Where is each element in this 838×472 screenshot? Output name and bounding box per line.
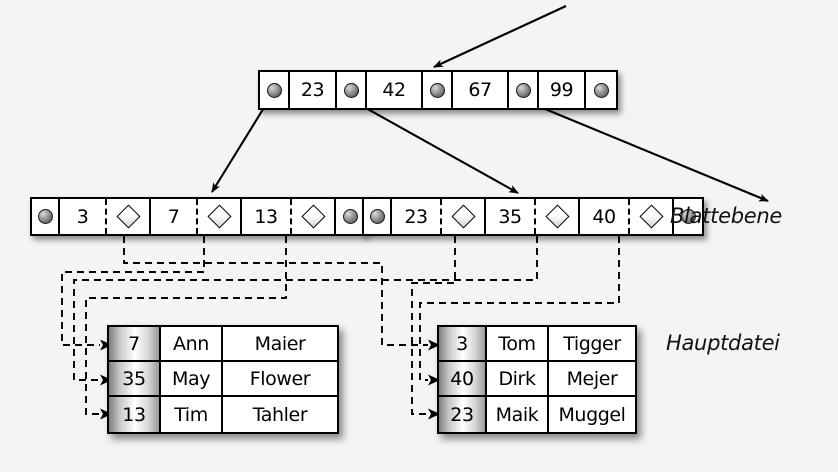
diamond-reference-icon <box>115 204 141 229</box>
leaf-node-right[interactable]: 23 35 40 <box>362 197 704 236</box>
root-to-right-leaf-arrow <box>347 97 519 194</box>
leaf-right-key-0: 23 <box>392 199 442 234</box>
leaf-right-prev-pointer[interactable] <box>364 199 392 234</box>
row-firstname: Tim <box>161 397 223 432</box>
table-row[interactable]: 13 Tim Tahler <box>109 397 337 432</box>
diamond-reference-icon <box>450 204 476 229</box>
leaf-left-key-1: 7 <box>151 199 198 234</box>
incoming-root-arrow <box>433 5 567 68</box>
pointer-sphere-icon <box>515 82 531 98</box>
row-lastname: Tigger <box>563 332 621 355</box>
root-pointer-4[interactable] <box>586 72 616 108</box>
pointer-sphere-icon <box>680 209 696 224</box>
table-row[interactable]: 40 Dirk Mejer <box>439 362 635 397</box>
diamond-reference-icon <box>638 204 664 229</box>
row-firstname: Dirk <box>487 362 549 395</box>
row-lastname: Tahler <box>252 403 308 426</box>
leaf-right-ref-1[interactable] <box>536 199 580 234</box>
row-key: 35 <box>109 362 161 395</box>
caption-leaf-level: Blattebene <box>670 204 782 228</box>
row-key: 13 <box>109 397 161 432</box>
row-lastname: Flower <box>249 367 311 390</box>
diamond-reference-icon <box>300 204 326 229</box>
leaf-left-ref-2[interactable] <box>292 199 336 234</box>
leaf-right-ref-0[interactable] <box>442 199 486 234</box>
root-index-node[interactable]: 23 42 67 99 <box>258 70 618 110</box>
tid-arrowheads <box>100 339 440 420</box>
root-pointer-1[interactable] <box>337 72 367 108</box>
row-lastname: Maier <box>254 332 306 355</box>
leaf-node-left[interactable]: 3 7 13 <box>30 197 366 236</box>
pointer-sphere-icon <box>429 82 445 98</box>
leaf-right-key-1: 35 <box>486 199 536 234</box>
pointer-sphere-icon <box>593 82 609 98</box>
root-pointer-3[interactable] <box>509 72 539 108</box>
root-key-3: 99 <box>539 72 586 108</box>
leaf-left-ref-0[interactable] <box>107 199 151 234</box>
main-file-table-left[interactable]: 7 Ann Maier 35 May Flower 13 <box>107 325 339 434</box>
pointer-sphere-icon <box>369 209 385 224</box>
pointer-sphere-icon <box>343 82 359 98</box>
table-row[interactable]: 3 Tom Tigger <box>439 327 635 362</box>
leaf-left-key-0: 3 <box>60 199 107 234</box>
root-pointer-0[interactable] <box>260 72 290 108</box>
root-to-left-leaf-arrow <box>211 97 271 193</box>
row-firstname: May <box>161 362 223 395</box>
root-to-right-subtree-arrow <box>515 96 769 202</box>
leaf-left-next-pointer[interactable] <box>336 199 364 234</box>
main-file-table-right[interactable]: 3 Tom Tigger 40 Dirk Mejer 23 <box>437 325 637 434</box>
row-key: 23 <box>439 397 487 432</box>
row-key: 3 <box>439 327 487 360</box>
root-key-0: 23 <box>290 72 337 108</box>
row-firstname: Ann <box>161 327 223 360</box>
root-key-2: 67 <box>453 72 509 108</box>
table-row[interactable]: 23 Maik Muggel <box>439 397 635 432</box>
leaf-left-key-2: 13 <box>242 199 292 234</box>
caption-main-file: Hauptdatei <box>666 331 780 355</box>
row-key: 7 <box>109 327 161 360</box>
root-key-1: 42 <box>367 72 423 108</box>
leaf-left-prev-pointer[interactable] <box>32 199 60 234</box>
row-lastname: Mejer <box>566 367 618 390</box>
table-row[interactable]: 7 Ann Maier <box>109 327 337 362</box>
diamond-reference-icon <box>206 204 232 229</box>
root-pointer-2[interactable] <box>423 72 453 108</box>
row-key: 40 <box>439 362 487 395</box>
leaf-left-ref-1[interactable] <box>198 199 242 234</box>
row-firstname: Tom <box>487 327 549 360</box>
leaf-right-next-pointer[interactable] <box>674 199 702 234</box>
row-firstname: Maik <box>487 397 549 432</box>
tid-connectors <box>61 236 620 415</box>
leaf-right-key-2: 40 <box>580 199 630 234</box>
leaf-right-ref-2[interactable] <box>630 199 674 234</box>
diamond-reference-icon <box>544 204 570 229</box>
pointer-sphere-icon <box>266 82 282 98</box>
row-lastname: Muggel <box>558 403 626 426</box>
table-row[interactable]: 35 May Flower <box>109 362 337 397</box>
pointer-sphere-icon <box>342 209 358 224</box>
pointer-sphere-icon <box>37 209 53 224</box>
